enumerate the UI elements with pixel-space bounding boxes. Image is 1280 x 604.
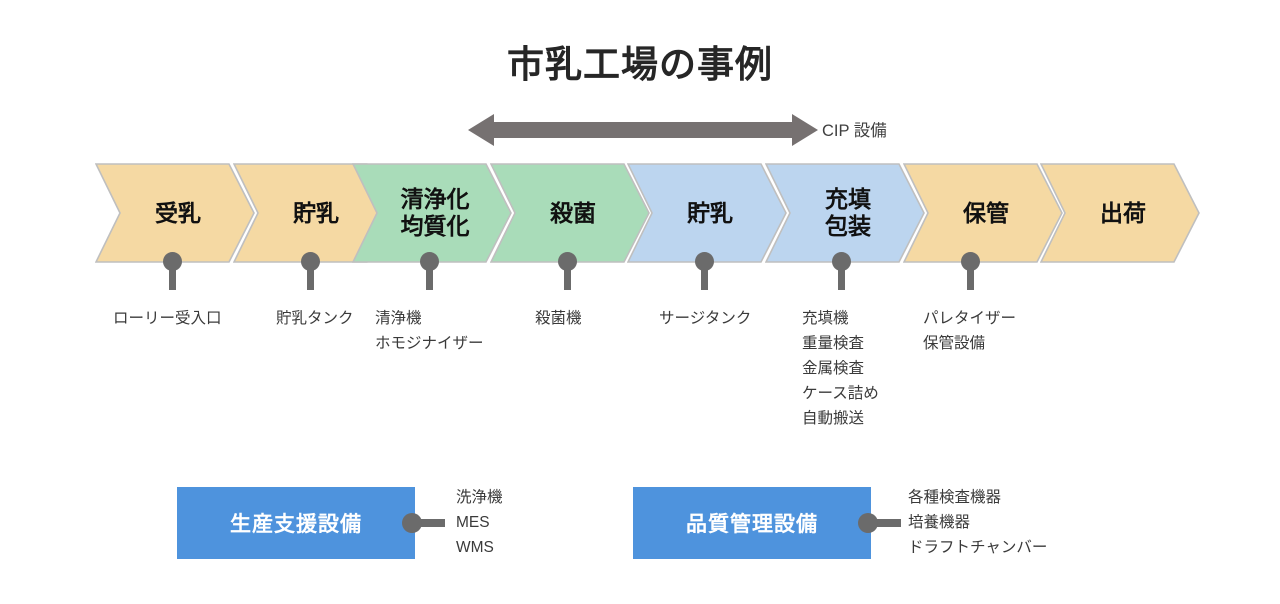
pin-stem [701,258,708,290]
pin-dot [832,252,851,271]
chevron-shape [1040,163,1200,263]
support-box-1[interactable]: 生産支援設備 [177,487,415,559]
chevron-shape [95,163,255,263]
step-pin-marker-5 [695,252,714,290]
process-step-6[interactable] [765,163,925,263]
step-pin-marker-3 [420,252,439,290]
cip-label: CIP 設備 [822,122,887,140]
pin-dot [163,252,182,271]
support-box-label: 品質管理設備 [686,513,818,536]
process-step-5[interactable] [627,163,787,263]
step-callout-line: 金属検査 [802,360,865,378]
connector-bar [875,519,901,527]
process-step-4[interactable] [490,163,650,263]
connector-dot [858,513,878,533]
step-callout-5: サージタンク [659,306,751,331]
pin-stem [967,258,974,290]
step-callout-line: ケース詰め [802,385,879,403]
step-callout-line: 保管設備 [923,335,986,353]
connector-bar [419,519,445,527]
support-item: MES [456,514,490,532]
step-callout-line: 重量検査 [802,335,865,353]
step-callout-line: 充填機 [802,310,849,327]
pin-stem [169,258,176,290]
support-connector-1 [402,513,446,533]
process-step-1[interactable] [95,163,255,263]
process-step-7[interactable] [903,163,1063,263]
step-callout-1: ローリー受入口 [113,306,222,331]
step-callout-line: ローリー受入口 [113,310,222,327]
pin-stem [426,258,433,290]
chevron-shape [765,163,925,263]
support-box-2[interactable]: 品質管理設備 [633,487,871,559]
cip-arrow [468,112,818,148]
step-pin-marker-4 [558,252,577,290]
step-callout-4: 殺菌機 [535,306,582,331]
support-item: 各種検査機器 [908,489,1002,506]
page-title: 市乳工場の事例 [507,44,773,85]
double-headed-arrow-shape [468,114,818,146]
support-item: 洗浄機 [456,489,503,506]
support-items-1: 洗浄機 MES WMS [456,485,503,560]
step-pin-marker-2 [301,252,320,290]
pin-stem [307,258,314,290]
step-callout-3: 清浄機ホモジナイザー [375,306,484,356]
connector-dot [402,513,422,533]
step-callout-line: 清浄機 [375,310,422,327]
chevron-shape [627,163,787,263]
step-pin-marker-6 [832,252,851,290]
step-callout-6: 充填機重量検査金属検査ケース詰め自動搬送 [802,306,879,432]
step-pin-marker-1 [163,252,182,290]
process-step-8[interactable] [1040,163,1200,263]
support-connector-2 [858,513,902,533]
step-callout-line: サージタンク [659,310,752,327]
process-step-3[interactable] [352,163,512,263]
pin-dot [558,252,577,271]
pin-stem [838,258,845,290]
pin-dot [961,252,980,271]
pin-stem [564,258,571,290]
pin-dot [301,252,320,271]
support-box-label: 生産支援設備 [230,513,362,536]
step-callout-line: 貯乳タンク [276,310,354,327]
support-item: WMS [456,539,494,557]
support-item: ドラフトチャンバー [908,539,1048,557]
step-callout-line: パレタイザー [923,310,1017,327]
chevron-shape [490,163,650,263]
support-items-2: 各種検査機器培養機器ドラフトチャンバー [908,485,1047,560]
chevron-shape [352,163,512,263]
step-callout-line: ホモジナイザー [375,335,484,353]
chevron-shape [903,163,1063,263]
step-callout-2: 貯乳タンク [276,306,354,331]
pin-dot [695,252,714,271]
step-pin-marker-7 [961,252,980,290]
step-callout-7: パレタイザー保管設備 [923,306,1016,356]
support-item: 培養機器 [908,514,971,532]
process-chevron-band: 受乳貯乳清浄化均質化殺菌貯乳充填包装保管出荷 [0,163,1280,265]
step-callout-line: 自動搬送 [802,410,865,428]
pin-dot [420,252,439,271]
step-callout-line: 殺菌機 [535,310,582,327]
